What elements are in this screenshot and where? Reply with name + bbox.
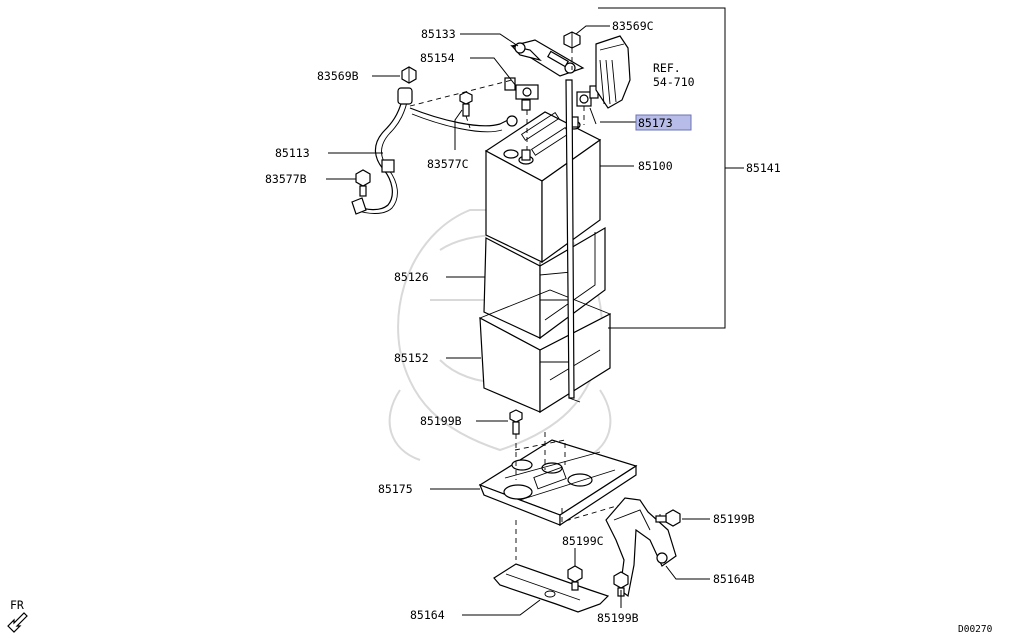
hold-down-rod: [565, 79, 581, 403]
ref-harness-54-710: [595, 35, 631, 109]
battery-tray-85152: [478, 289, 612, 414]
assembly-dashes-top: [409, 48, 585, 150]
label-85141: 85141: [746, 161, 781, 175]
highlight-85173: [635, 114, 692, 131]
label-83577C: 83577C: [427, 157, 469, 171]
terminal-85173: [576, 85, 599, 107]
bolt-85199B-right: [655, 509, 681, 527]
label-diagram-code: D00270: [958, 624, 993, 635]
bolt-83577C: [459, 91, 473, 117]
label-83577B: 83577B: [265, 172, 307, 186]
label-85199B-bottom: 85199B: [597, 611, 639, 625]
label-85100: 85100: [638, 159, 673, 173]
label-83569B: 83569B: [317, 69, 359, 83]
hold-down-bracket-85133: [510, 39, 585, 77]
label-85199C: 85199C: [562, 534, 604, 548]
label-85164B: 85164B: [713, 572, 755, 586]
label-85173: 85173: [638, 116, 673, 130]
label-ref-number: 54-710: [653, 75, 695, 89]
leader-lines: [326, 7, 744, 616]
nut-83569B: [401, 66, 417, 84]
front-arrow-icon: [7, 612, 28, 633]
bolt-85199B-top: [509, 409, 523, 435]
label-85154: 85154: [420, 51, 455, 65]
label-fr: FR: [10, 598, 24, 612]
label-85199B-top: 85199B: [420, 414, 462, 428]
label-85164: 85164: [410, 608, 445, 622]
battery-85100: [484, 111, 602, 264]
label-85152: 85152: [394, 351, 429, 365]
label-85126: 85126: [394, 270, 429, 284]
label-85199B-right: 85199B: [713, 512, 755, 526]
label-83569C: 83569C: [612, 19, 654, 33]
label-85113: 85113: [275, 146, 310, 160]
terminal-85154: [504, 77, 539, 111]
bolt-83577B: [355, 169, 371, 197]
bracket-85164: [493, 563, 610, 613]
battery-tray-85175: [478, 439, 638, 527]
callout-labels: 85133 83569C 85154 83569B REF. 54-710 85…: [10, 19, 993, 635]
label-ref: REF.: [653, 61, 681, 75]
label-85133: 85133: [421, 27, 456, 41]
nut-83569C: [563, 31, 581, 49]
label-85175: 85175: [378, 482, 413, 496]
